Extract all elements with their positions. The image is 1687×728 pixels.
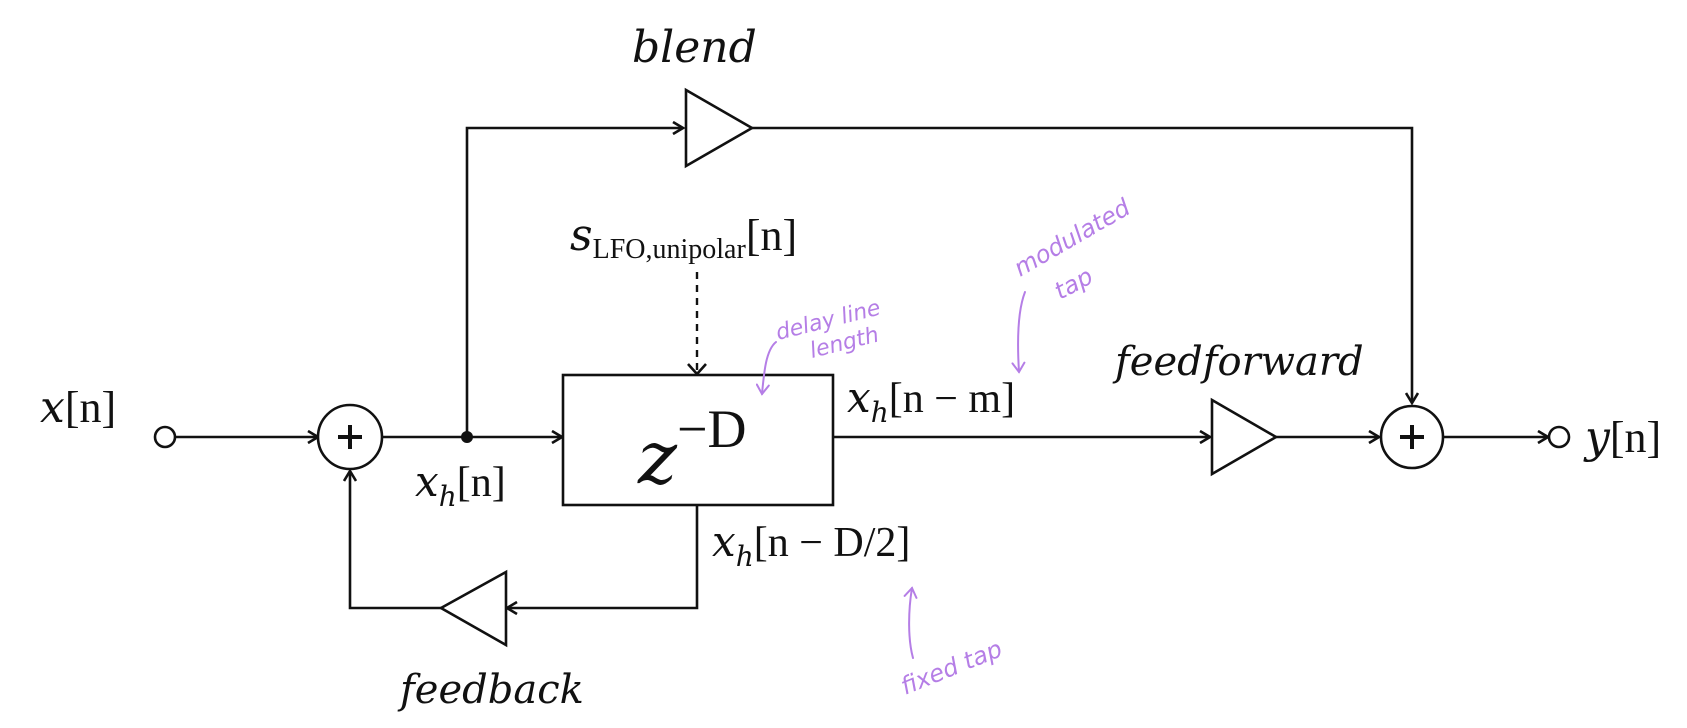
- wire-blend-branch: [465, 128, 683, 437]
- feedforward-gain-label: feedforward: [1112, 339, 1364, 385]
- delay-block: z−D: [561, 373, 835, 507]
- delay-transfer-label: z−D: [637, 399, 746, 501]
- output-terminal: y[n]: [1547, 412, 1661, 463]
- annotation-fixed-tap: fixed tap: [897, 586, 1006, 701]
- blend-gain-label: blend: [632, 22, 757, 73]
- input-summing-junction: [316, 403, 384, 471]
- annotation-arrow: [903, 586, 918, 659]
- annotation-arrow: [1011, 291, 1026, 374]
- signal-xh-n-minus-D2-label: xh[n − D/2]: [712, 517, 910, 573]
- output-port-circle: [1547, 425, 1571, 449]
- feedback-gain-label: feedback: [397, 667, 584, 713]
- input-terminal: x[n]: [40, 382, 177, 449]
- annotation-arrow: [755, 341, 777, 396]
- signal-xh-n-label: xh[n]: [415, 457, 506, 513]
- wire-fixed-tap-to-feedback: [507, 505, 699, 608]
- wire-blend-to-output-sum: [752, 126, 1412, 403]
- wire-feedback-to-sum: [350, 471, 441, 610]
- lfo-signal-label: sLFO,unipolar[n]: [570, 210, 797, 265]
- feedforward-gain-triangle: [1210, 397, 1279, 477]
- blend-gain-triangle: [684, 87, 755, 169]
- output-summing-junction: [1379, 404, 1445, 470]
- annotation-text: fixed tap: [897, 635, 1006, 701]
- input-port-circle: [153, 425, 177, 449]
- annotation-text-line-2: tap: [1050, 262, 1098, 305]
- input-label: x[n]: [40, 382, 116, 433]
- output-label: y[n]: [1583, 412, 1661, 463]
- delay-box: [561, 373, 835, 507]
- signal-xh-n-minus-m-label: xh[n − m]: [847, 373, 1015, 429]
- feedback-gain-triangle: [438, 569, 508, 648]
